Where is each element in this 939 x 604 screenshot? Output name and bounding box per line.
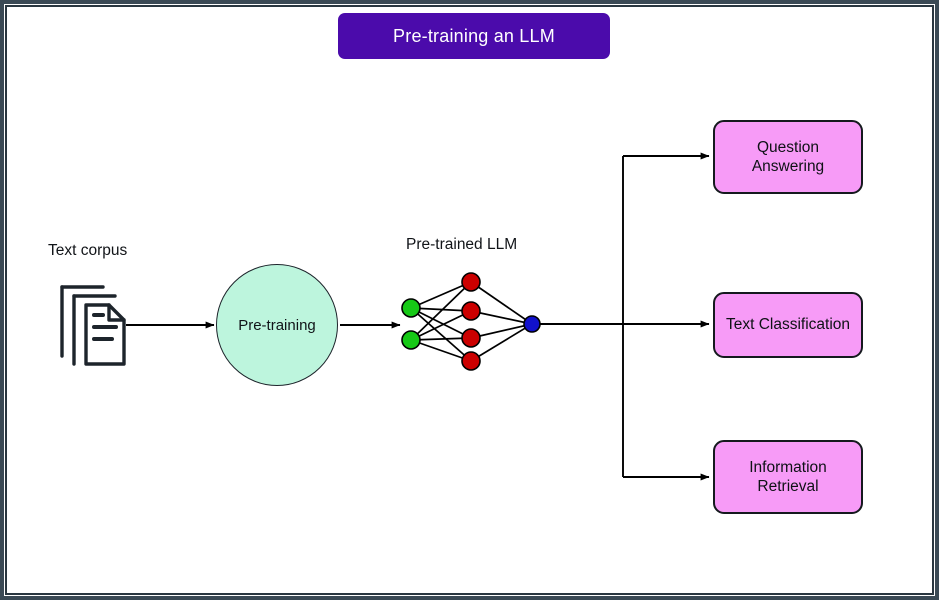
hidden-node [461,328,481,348]
task-line-2: Answering [751,158,825,175]
hidden-node [461,272,481,292]
input-node [401,330,421,350]
input-node [401,298,421,318]
label-pretrained-llm: Pre-trained LLM [406,236,518,253]
hidden-node [461,301,481,321]
task-box-information-retrieval-label: Information Retrieval [743,458,833,497]
label-text-corpus: Text corpus [48,242,128,259]
task-box-text-classification[interactable]: Text Classification [713,292,863,358]
task-box-question-answering-label: Question Answering [746,138,830,177]
task-line-1: Question [756,138,820,156]
hidden-node [461,351,481,371]
page-title: Pre-training an LLM [393,25,555,46]
task-line-1: Information [749,458,827,476]
task-box-text-classification-label: Text Classification [725,316,851,334]
diagram-canvas: Pre-training an LLM Text corpus Pre-trai… [4,4,939,604]
network-output-nodes [523,315,541,333]
pretraining-node-label: Pre-training [238,316,316,334]
diagram-vector-layer [60,152,710,481]
network-edges-hidden-output [470,281,533,362]
task-line-2: Retrieval [757,478,819,495]
document-stack-icon [60,285,126,366]
network-hidden-nodes [461,272,481,371]
diagram-title-banner: Pre-training an LLM [338,13,610,59]
network-edges-input-hidden [410,281,472,362]
pretraining-node[interactable]: Pre-training [216,264,338,386]
task-box-information-retrieval[interactable]: Information Retrieval [713,440,863,514]
network-input-nodes [401,298,421,350]
task-box-question-answering[interactable]: Question Answering [713,120,863,194]
output-node [523,315,541,333]
